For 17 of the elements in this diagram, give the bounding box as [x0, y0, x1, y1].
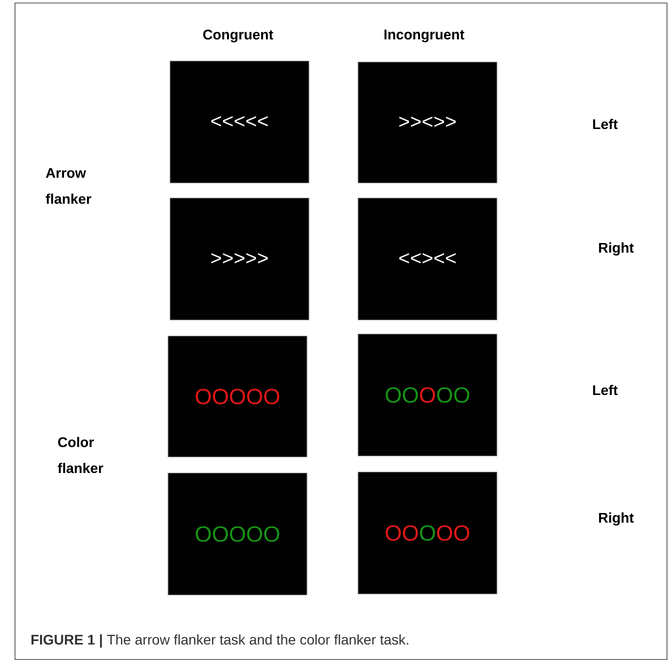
caption: FIGURE 1 | The arrow flanker task and the color flanker task.	[31, 634, 408, 648]
stimulus-panel: >>>>>	[170, 198, 310, 320]
stimulus-panel: OOOOO	[358, 472, 498, 594]
row-label: Arrow flanker	[46, 168, 92, 204]
stimulus-panel: OOOOO	[358, 334, 498, 456]
column-header: Congruent	[203, 30, 274, 42]
row-label: Color flanker	[58, 436, 104, 474]
stimulus-panel: >><>>	[358, 62, 498, 184]
response-label: Right	[599, 242, 634, 256]
stimulus-panel: <<<<<	[170, 60, 310, 184]
stimulus-panel: OOOOO	[168, 336, 308, 458]
response-label: Left	[593, 118, 618, 130]
response-label: Left	[593, 384, 618, 396]
stimulus-panel: OOOOO	[168, 472, 308, 596]
stimulus-panel: <<><<	[358, 198, 498, 320]
column-header: Incongruent	[384, 30, 464, 42]
response-label: Right	[599, 512, 634, 526]
